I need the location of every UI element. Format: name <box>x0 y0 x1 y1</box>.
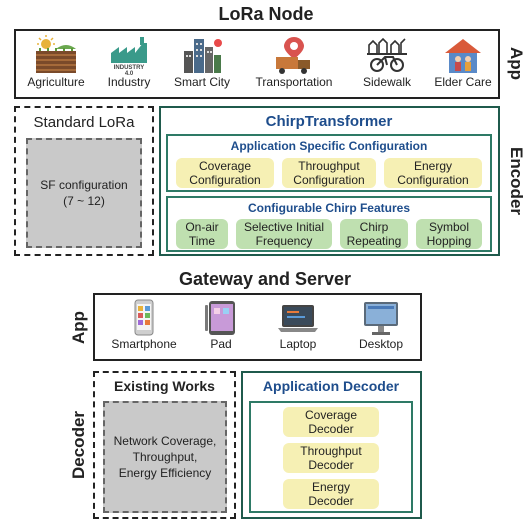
app-label-smart-city: Smart City <box>173 75 230 89</box>
device-label-pad: Pad <box>210 337 232 351</box>
chirp-transformer-panel: ChirpTransformer Application Specific Co… <box>159 106 500 256</box>
device-item-desktop: Desktop <box>345 299 417 357</box>
app-item-smart-city: Smart City <box>166 35 238 95</box>
industry-icon: INDUSTRY 4.0 <box>111 37 147 75</box>
energy-decoder-chip: Energy Decoder <box>283 479 379 509</box>
existing-works-line-3: Energy Efficiency <box>118 466 212 480</box>
decoder-side-label: Decoder <box>69 410 88 480</box>
transportation-icon <box>276 37 310 74</box>
throughput-configuration-chip: Throughput Configuration <box>282 158 376 188</box>
app-label-industry: Industry <box>107 75 151 89</box>
app-item-elder-care: Elder Care <box>428 35 498 95</box>
chip-line-1: Energy <box>413 159 453 173</box>
coverage-configuration-chip: Coverage Configuration <box>176 158 274 188</box>
chip-line-2: Decoder <box>308 458 354 472</box>
smartphone-icon <box>134 299 154 336</box>
chip-line-2: Hopping <box>426 234 472 248</box>
smart-city-icon <box>184 39 222 73</box>
chip-line-2: Configuration <box>293 173 365 187</box>
lora-node-title: LoRa Node <box>218 4 314 24</box>
chip-line-2: Configuration <box>397 173 469 187</box>
chip-line-1: Throughput <box>298 159 360 173</box>
on-air-time-chip: On-air Time <box>176 219 228 249</box>
laptop-icon <box>278 305 318 332</box>
configurable-chirp-features-title: Configurable Chirp Features <box>247 201 411 215</box>
app-item-transportation: Transportation <box>244 35 344 95</box>
app-label-sidewalk: Sidewalk <box>362 75 412 89</box>
application-decoder-title: Application Decoder <box>262 378 400 394</box>
app-item-sidewalk: Sidewalk <box>352 35 422 95</box>
app-label-agriculture: Agriculture <box>27 75 85 89</box>
gateway-server-title: Gateway and Server <box>178 269 352 289</box>
configurable-chirp-features-box: Configurable Chirp Features On-air Time … <box>166 196 492 252</box>
chip-line-2: Decoder <box>308 422 354 436</box>
sf-configuration-range: (7 ~ 12) <box>63 194 105 208</box>
desktop-icon <box>364 302 398 335</box>
tablet-icon <box>205 301 235 335</box>
symbol-hopping-chip: Symbol Hopping <box>416 219 482 249</box>
existing-works-panel: Existing Works Network Coverage, Through… <box>93 371 236 519</box>
chip-line-1: Energy <box>311 480 351 494</box>
sidewalk-icon <box>367 37 407 72</box>
device-item-pad: Pad <box>193 299 249 357</box>
chirp-repeating-chip: Chirp Repeating <box>340 219 408 249</box>
industry-badge-version: 4.0 <box>125 71 134 75</box>
device-item-laptop: Laptop <box>263 299 333 357</box>
agriculture-icon <box>36 35 76 73</box>
chip-line-2: Repeating <box>346 234 402 248</box>
elder-care-icon <box>445 39 481 73</box>
lora-node-app-side-label: App <box>507 47 526 81</box>
application-decoder-panel: Application Decoder Coverage Decoder Thr… <box>241 371 422 519</box>
energy-configuration-chip: Energy Configuration <box>384 158 482 188</box>
chirp-transformer-title: ChirpTransformer <box>265 113 393 130</box>
app-label-transportation: Transportation <box>255 75 333 89</box>
chip-line-1: Coverage <box>198 159 252 173</box>
coverage-decoder-chip: Coverage Decoder <box>283 407 379 437</box>
chip-line-1: Chirp <box>359 220 389 234</box>
chip-line-2: Frequency <box>255 234 313 248</box>
chip-line-1: Coverage <box>304 408 358 422</box>
application-decoder-inner-box: Coverage Decoder Throughput Decoder Ener… <box>249 401 413 513</box>
device-label-smartphone: Smartphone <box>111 337 177 351</box>
existing-works-title: Existing Works <box>114 378 215 394</box>
app-item-agriculture: Agriculture <box>20 35 92 95</box>
device-label-laptop: Laptop <box>279 337 317 351</box>
existing-works-content-box: Network Coverage, Throughput, Energy Eff… <box>103 401 227 513</box>
throughput-decoder-chip: Throughput Decoder <box>283 443 379 473</box>
chip-line-1: Symbol <box>428 220 469 234</box>
industry-badge-word: INDUSTRY <box>114 65 144 71</box>
sf-configuration-label: SF configuration <box>40 178 128 192</box>
device-item-smartphone: Smartphone <box>101 299 187 357</box>
chip-line-2: Configuration <box>189 173 261 187</box>
existing-works-line-2: Throughput, <box>132 450 198 464</box>
chip-line-1: Selective Initial <box>243 220 325 234</box>
chip-line-2: Decoder <box>308 494 354 508</box>
chip-line-1: Throughput <box>300 444 362 458</box>
lora-node-app-panel: Agriculture INDUSTRY 4.0 Industry Smart … <box>14 29 500 99</box>
existing-works-line-1: Network Coverage, <box>113 434 217 448</box>
device-label-desktop: Desktop <box>358 337 404 351</box>
app-label-elder-care: Elder Care <box>434 75 492 89</box>
application-specific-configuration-title: Application Specific Configuration <box>230 139 428 153</box>
standard-lora-title: Standard LoRa <box>33 114 135 131</box>
selective-initial-frequency-chip: Selective Initial Frequency <box>236 219 332 249</box>
app-item-industry: INDUSTRY 4.0 Industry <box>98 35 160 95</box>
application-specific-configuration-box: Application Specific Configuration Cover… <box>166 134 492 192</box>
sf-configuration-box: SF configuration (7 ~ 12) <box>26 138 142 248</box>
chip-line-1: On-air <box>185 220 219 234</box>
encoder-side-label: Encoder <box>507 146 526 216</box>
gateway-app-panel: Smartphone Pad Laptop Desktop <box>93 293 422 361</box>
chip-line-2: Time <box>188 234 216 248</box>
gateway-app-side-label: App <box>69 310 88 344</box>
standard-lora-panel: Standard LoRa SF configuration (7 ~ 12) <box>14 106 154 256</box>
